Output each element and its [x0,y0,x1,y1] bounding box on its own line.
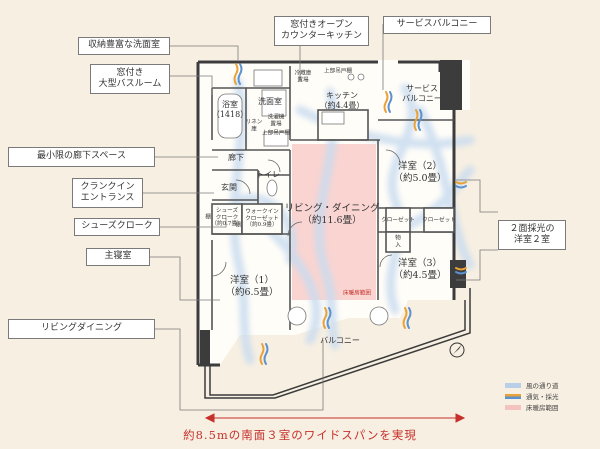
callout-shoes: シューズクローク [74,218,160,236]
room-bath: 浴室（1418） [211,100,249,119]
label-upper-cabinet-2: 上部吊戸棚 [262,130,290,137]
door-swings [211,149,401,277]
label-upper-cabinet: 上部吊戸棚 [324,68,352,75]
label-shelf-2: 棚 [235,222,241,229]
room-kitchen: キッチン（約4.4畳） [319,91,365,110]
callout-entrance: クランクインエントランス [72,178,143,208]
label-closet-b: クローゼット [422,217,456,224]
north-arrow-icon [449,342,465,358]
leader-lines [143,24,498,411]
legend-swatch-floor-heating [505,404,521,410]
room-service-balcony: サービスバルコニー [402,84,442,103]
callout-bathroom: 窓付き大型バスルーム [90,64,170,94]
legend-item-ventilation: 通気・採光 [505,391,559,401]
ventilation-marks [233,63,467,365]
callout-two-rooms: ２面採光の洋室２室 [498,220,566,250]
label-walkin: ウォークインクローゼット（約0.9畳） [245,208,279,229]
legend-swatch-wind [505,382,521,388]
label-shoes-closet: シューズクローク（約0.7畳） [211,207,243,228]
label-floor-heating: 床暖房範囲 [343,290,371,297]
label-linen: リネン庫 [245,119,263,132]
room-western-2: 洋室（2）（約5.0畳） [393,161,447,184]
label-closet-a: クローゼット [381,217,415,224]
room-western-3: 洋室（3）（約4.5畳） [393,258,447,281]
room-balcony: バルコニー [320,336,360,345]
room-hall: 廊下 [228,153,244,162]
room-western-1: 洋室（1）（約6.5畳） [225,275,279,298]
label-shelf-1: 棚 [205,214,211,221]
room-entrance: 玄関 [221,183,237,192]
room-wash: 洗面室 [258,97,282,106]
label-storage: 物入 [395,235,401,248]
wind-flow-paths [229,77,475,365]
label-fridge: 冷蔵庫置場 [294,70,312,83]
callout-kitchen: 窓付きオープンカウンターキッチン [274,16,369,46]
callout-corridor: 最小限の廊下スペース [8,147,155,167]
span-arrow [204,413,466,423]
callout-living: リビングダイニング [8,319,155,339]
callout-service-balcony: サービスバルコニー [383,16,491,34]
legend-item-floor-heating: 床暖房範囲 [505,402,559,412]
fixtures [217,69,389,326]
legend-item-wind: 風の通り道 [505,380,559,390]
interior-walls [211,66,455,330]
legend-swatch-ventilation [505,393,521,399]
balcony-outline [204,288,471,399]
room-ldk: リビング・ダイニング（約11.6畳） [284,203,380,226]
callout-washroom: 収納豊富な洗面室 [78,37,170,55]
callout-master: 主寝室 [86,248,150,266]
caption: 約8.5mの南面３室のワイドスパンを実現 [183,428,417,442]
label-laundry: 洗濯機置場 [267,114,285,127]
room-toilet: トイレ [256,170,280,179]
